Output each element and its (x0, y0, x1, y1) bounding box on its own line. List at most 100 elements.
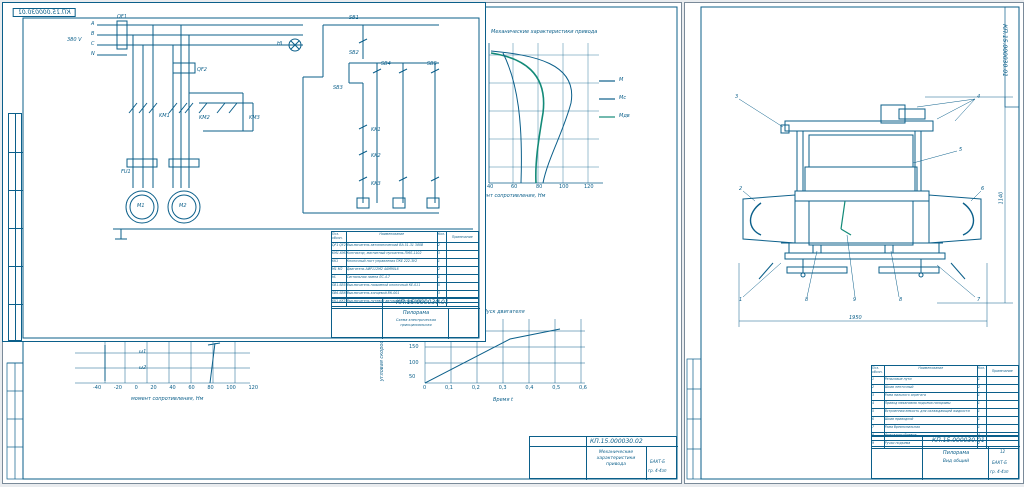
table-cell (447, 243, 478, 250)
table-cell: 3 (438, 251, 447, 258)
table-cell (987, 417, 1018, 424)
bottom-left-x-label: момент сопротивления, Нм (131, 396, 204, 402)
schematic-title-block: КП.15.000030.01 Пилорама Схема электриче… (331, 297, 480, 339)
km1-label: KM1 (159, 113, 170, 119)
top-chart-title: Механические характеристики привода (491, 29, 598, 35)
parts-table: Поз. обозн. Наименование Кол. Примечание… (871, 365, 1019, 449)
callout-1: 1 (739, 297, 743, 303)
table-cell: 7 (872, 425, 885, 432)
assembly-group: БАКТ-Б (992, 460, 1007, 465)
table-cell: Встроенная емкость для охлаждающей жидко… (885, 409, 978, 416)
table-cell (447, 251, 478, 258)
start-x-tick: 0,6 (579, 385, 587, 391)
table-cell (987, 401, 1018, 408)
table-cell: 2 (978, 385, 987, 392)
kk3-label: KK3 (371, 181, 381, 187)
th-name: Наименование (347, 232, 438, 242)
table-cell: SB6-SB8 (332, 291, 347, 298)
schematic-title: Пилорама (402, 310, 430, 316)
table-cell (987, 409, 1018, 416)
table-cell (447, 259, 478, 266)
phase-n-label: N (91, 51, 95, 57)
table-cell (987, 377, 1018, 384)
table-cell: Шкив ленточный (885, 385, 978, 392)
table-header: Поз. обозн. Наименование Кол. Примечание (332, 232, 478, 243)
table-cell: 2 (438, 243, 447, 250)
table-cell: Выключатель автоматический ВА 51-31 380В (347, 243, 438, 250)
start-x-tick: 0 (423, 385, 427, 391)
table-cell: Ручки подъема (885, 441, 978, 448)
schematic-drawing (22, 17, 480, 339)
bottom-left-chart (75, 341, 250, 384)
pth-name: Наименование (885, 366, 978, 376)
table-cell (447, 267, 478, 274)
bl-tick: -40 (93, 385, 102, 391)
bl-tick: -20 (113, 385, 122, 391)
mark-w2: ω2 (139, 365, 147, 371)
hl-label: HL (277, 41, 284, 47)
assembly-code: КП.15.000030.01 (932, 437, 985, 444)
start-x-label: Время t (493, 397, 514, 403)
table-cell: Контактор, магнитный пускатель ПМЛ-1102 (347, 251, 438, 258)
parts-table-header: Поз. обозн. Наименование Кол. Примечание (872, 366, 1018, 377)
table-cell: Шкив приводной (885, 417, 978, 424)
legend-mc: Мс (619, 95, 627, 101)
pth-pos: Поз. обозн. (872, 366, 885, 376)
sb5-label: SB5 (427, 61, 437, 67)
table-cell: 3 (872, 393, 885, 400)
callout-8: 8 (805, 297, 809, 303)
table-cell: Кнопочный пост управления ПКЕ 222-3У2 (347, 259, 438, 266)
bottom-left-ticks: -40 -20 0 20 40 60 80 100 120 (93, 385, 258, 391)
table-cell: 5 (872, 409, 885, 416)
table-cell: Сигнальная лампа ЛС-4.7 (347, 275, 438, 282)
th-note: Примечание (451, 235, 473, 239)
th-qty: Кол. (438, 232, 447, 242)
top-x-tick-2: 60 (511, 184, 518, 190)
table-cell: Двигатель АИР112М2 4АМ90L6 (347, 267, 438, 274)
table-cell: M1 M2 (332, 267, 347, 274)
table-cell: KK1-KK3 (332, 299, 347, 306)
km2-label: KM2 (199, 115, 210, 121)
table-cell: 2 (978, 441, 987, 448)
th-pos: Поз. обозн. (332, 232, 347, 242)
top-x-label: момент сопротивления, Нм (473, 193, 546, 199)
assembly-title-block: КП.15.000030.01 Пилорама Вид общий 12 БА… (871, 435, 1020, 480)
characteristics-code: КП.15.000030.02 (590, 438, 643, 445)
phase-c-label: C (91, 41, 95, 47)
callout-3: 3 (735, 94, 739, 100)
table-cell (987, 393, 1018, 400)
table-cell: Выключатель путевой автоматический ВКП-1… (347, 299, 438, 306)
callout-8b: 8 (899, 297, 903, 303)
table-cell: 1 (438, 259, 447, 266)
callout-4: 4 (977, 94, 981, 100)
start-y-tick-2: 100 (409, 360, 419, 366)
kk2-label: KK2 (371, 153, 381, 159)
dimension-height: 1140 (998, 191, 1005, 205)
bl-tick: 60 (188, 385, 195, 391)
assembly-sheets: 12 (1000, 449, 1006, 454)
km3-label: KM3 (249, 115, 260, 121)
start-y-tick-1: 50 (409, 374, 416, 380)
assembly-title: Пилорама (942, 450, 970, 456)
qf2-label: QF2 (197, 67, 207, 73)
bl-tick: 80 (207, 385, 214, 391)
table-cell: SB1-SB5 (332, 283, 347, 290)
characteristics-title-block: КП.15.000030.02 Механические характерист… (529, 436, 678, 480)
table-cell: 9 (872, 441, 885, 448)
bl-tick: 120 (248, 385, 258, 391)
table-cell (987, 425, 1018, 432)
mark-w1: ω1 (139, 349, 147, 355)
